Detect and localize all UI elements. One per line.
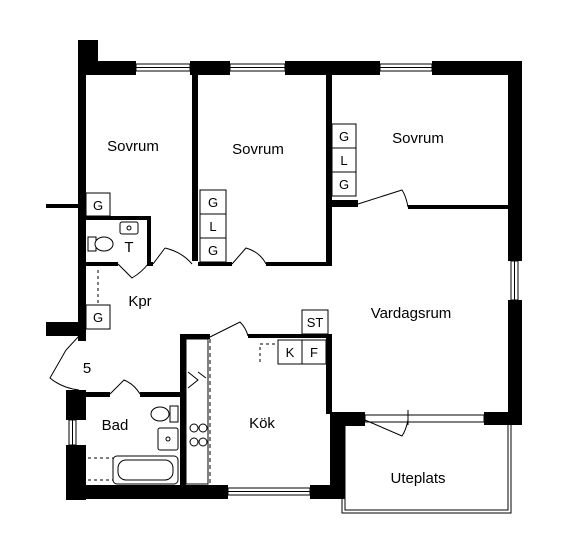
walls — [46, 40, 522, 500]
wall-left-entry — [46, 322, 86, 336]
wall-toilet-right — [147, 216, 151, 266]
wall-kitchen-top-a — [180, 334, 210, 339]
cabinet-g-label: G — [93, 198, 103, 213]
wall-kitchen-top-b — [248, 334, 330, 338]
stove-burner — [189, 423, 199, 433]
cabinet-st — [301, 309, 329, 335]
cabinet-l-bed2 — [199, 213, 227, 239]
door-bed1 — [152, 247, 193, 265]
label-bedroom-1: Sovrum — [107, 138, 159, 155]
cabinet-g-label: G — [339, 129, 349, 144]
patio-outline — [344, 425, 509, 511]
doors — [49, 189, 409, 437]
wall-right-lower — [508, 300, 522, 425]
door-toilet — [117, 263, 149, 279]
label-bedroom-3: Sovrum — [392, 130, 444, 147]
wall-bed1-bed2 — [192, 61, 198, 261]
label-bedroom-2: Sovrum — [232, 141, 284, 158]
door-bed3 — [357, 189, 409, 208]
cabinet-g-label: G — [208, 243, 218, 258]
label-hallway: Kpr — [128, 293, 151, 310]
wall-toilet-top — [86, 216, 151, 220]
wall-bed3-bottom-a — [332, 200, 358, 207]
door-balcony — [364, 419, 409, 437]
cabinet-f — [301, 339, 327, 365]
wall-bath-top-a — [86, 392, 110, 397]
wall-toilet-bottom — [86, 262, 118, 266]
cabinet-f-label: F — [310, 345, 318, 360]
bathroom-fixtures — [88, 405, 179, 485]
toilet-bowl — [94, 236, 114, 252]
kitchen-fixtures — [185, 338, 278, 485]
wall-right-corner — [484, 412, 522, 425]
wall-bath-top-b — [140, 392, 182, 397]
label-kitchen: Kök — [249, 415, 275, 432]
bath-toilet-bowl — [150, 406, 170, 422]
wall-left-stub — [46, 204, 78, 208]
cabinets: G G G L G G L G ST K F — [85, 123, 357, 365]
windows — [68, 63, 519, 496]
cabinet-k-label: K — [286, 345, 295, 360]
wall-left-upper — [78, 61, 86, 341]
wall-kitchen-living — [326, 334, 332, 414]
cabinet-g-kpr-lower — [85, 304, 111, 330]
wall-bottom-left — [66, 485, 228, 499]
cabinet-g-bed2-b — [199, 237, 227, 263]
door-bath — [109, 379, 141, 395]
wall-left-bath-1 — [66, 390, 86, 420]
toilet-fixtures — [87, 221, 139, 252]
kitchen-sink — [187, 371, 207, 389]
door-entrance — [49, 335, 80, 391]
cabinet-g-label: G — [339, 177, 349, 192]
cabinet-g-kpr-upper — [85, 192, 111, 217]
room-labels: Sovrum Sovrum Sovrum Vardagsrum Kpr Kök … — [83, 130, 451, 487]
cabinet-g-label: G — [93, 310, 103, 325]
cabinet-l-bed3 — [331, 147, 357, 173]
cabinet-g-bed3-b — [331, 171, 357, 197]
cabinet-g-label: G — [208, 195, 218, 210]
cabinet-g-bed3-a — [331, 123, 357, 149]
window-balcony-door — [364, 414, 485, 423]
wall-top-4 — [432, 61, 522, 75]
wall-top-1 — [78, 61, 136, 75]
door-kitchen — [209, 321, 249, 338]
label-living-room: Vardagsrum — [371, 305, 452, 322]
wall-kitchen-right — [330, 412, 345, 499]
wall-bed3-bottom-b — [408, 205, 522, 209]
label-patio: Uteplats — [390, 470, 445, 487]
door-bed2 — [231, 247, 267, 265]
wall-top-3 — [285, 61, 380, 75]
wall-kitchen-left — [180, 334, 186, 494]
cabinet-k — [277, 339, 303, 365]
patio — [341, 425, 512, 514]
wall-right-upper — [508, 61, 522, 261]
label-toilet: T — [124, 239, 133, 256]
wall-bed2-bottom-b — [266, 262, 332, 266]
wall-top-2 — [190, 61, 230, 75]
wall-bed2-bed3 — [326, 61, 332, 266]
cabinet-l-label: L — [209, 219, 216, 234]
wall-bed2-bottom-a — [198, 262, 232, 266]
kitchen-counter — [185, 338, 209, 485]
label-bathroom: Bad — [102, 417, 129, 434]
label-entrance-number: 5 — [83, 360, 91, 377]
cabinet-st-label: ST — [307, 315, 324, 330]
cabinet-l-label: L — [340, 153, 347, 168]
